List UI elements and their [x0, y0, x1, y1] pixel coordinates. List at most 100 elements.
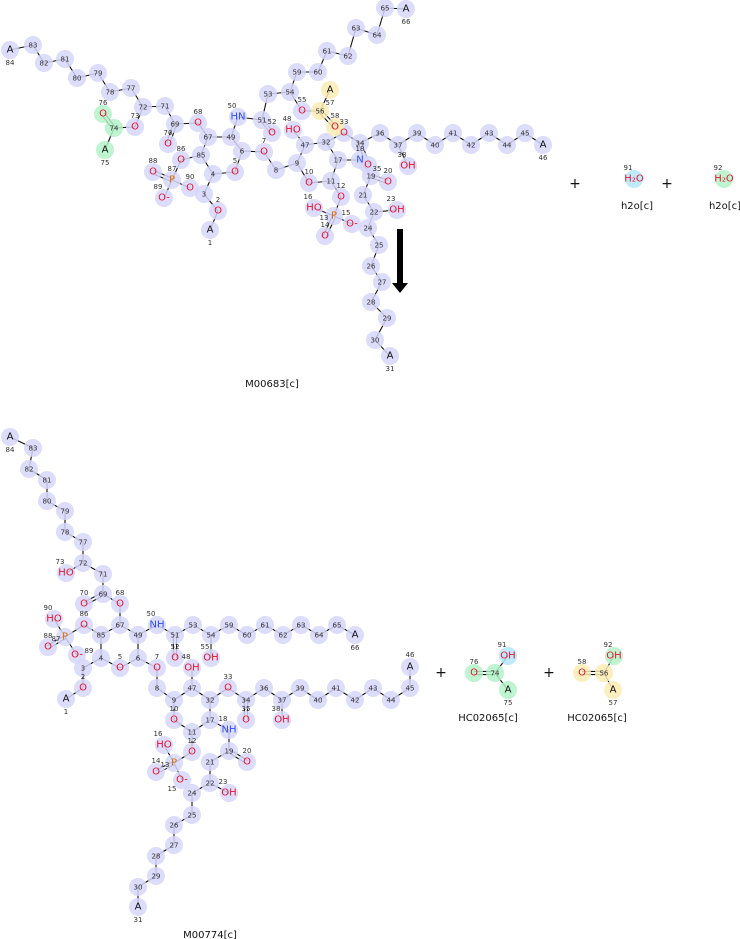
- atom-number: 68: [194, 108, 203, 116]
- atom-symbol: O-: [346, 219, 358, 230]
- atom-number: 67: [116, 622, 125, 630]
- atom-symbol: P: [62, 632, 68, 643]
- atom-number: 83: [29, 42, 38, 50]
- atom-number: 84: [6, 446, 15, 454]
- atom-number: 31: [134, 916, 143, 924]
- atom-highlight: [288, 63, 306, 81]
- plus-sign: +: [435, 665, 447, 681]
- atom-symbol: A: [540, 140, 547, 151]
- atom-highlight: [147, 847, 165, 865]
- atom-highlight: [165, 836, 183, 854]
- atom-number: 45: [406, 685, 415, 693]
- atom-number: 18: [219, 715, 228, 723]
- atom-number: 6: [240, 148, 245, 156]
- atom-highlight: [183, 806, 201, 824]
- atom-symbol: O: [305, 178, 313, 189]
- atom-highlight: [388, 201, 406, 219]
- atom-highlight: [351, 134, 369, 152]
- atom-number: 60: [314, 69, 323, 77]
- atom-highlight: [148, 679, 166, 697]
- atom-highlight: [220, 721, 238, 739]
- atom-number: 88: [149, 157, 158, 165]
- atom-number: 3: [81, 665, 85, 673]
- atom-number: 86: [80, 610, 89, 618]
- atom-symbol: OH: [400, 161, 415, 172]
- atom-highlight: [39, 638, 57, 656]
- atom-number: 59: [293, 69, 302, 77]
- atom-symbol: A: [505, 685, 512, 696]
- atom-highlight: [296, 136, 314, 154]
- atom-highlight: [172, 151, 190, 169]
- atom-number: 82: [40, 60, 49, 68]
- atom-highlight: [148, 616, 166, 634]
- atom-highlight: [273, 711, 291, 729]
- atom-highlight: [273, 691, 291, 709]
- atom-symbol: A: [135, 902, 142, 913]
- atom-number: 29: [152, 873, 161, 881]
- atom-number: 12: [188, 737, 197, 745]
- atom-symbol: O: [260, 147, 268, 158]
- atom-number: 5: [118, 653, 122, 661]
- atom-number: 85: [197, 152, 206, 160]
- atom-number: 4: [211, 171, 216, 179]
- atom-symbol: OH: [500, 651, 515, 662]
- atom-highlight: [148, 659, 166, 677]
- atom-symbol: O: [242, 715, 250, 726]
- atom-symbol: O: [384, 177, 392, 188]
- atom-number: 78: [106, 89, 115, 97]
- atom-highlight: [201, 691, 219, 709]
- atom-symbol: O: [231, 167, 239, 178]
- atom-number: 1: [64, 708, 68, 716]
- atom-highlight: [534, 136, 552, 154]
- atom-number: 17: [334, 157, 343, 165]
- atom-symbol: O: [243, 757, 251, 768]
- atom-number: 37: [278, 697, 287, 705]
- atom-number: 19: [225, 748, 234, 756]
- atom-highlight: [255, 679, 273, 697]
- atom-number: 25: [375, 242, 384, 250]
- atom-highlight: [499, 647, 517, 665]
- atom-highlight: [92, 649, 110, 667]
- atom-highlight: [332, 188, 350, 206]
- atom-number: 48: [182, 653, 191, 661]
- atom-highlight: [376, 0, 394, 17]
- atom-number: 72: [79, 560, 88, 568]
- atom-highlight: [291, 679, 309, 697]
- atom-symbol: O-: [176, 775, 188, 786]
- atom-symbol: A: [610, 685, 617, 696]
- atom-number: 72: [139, 104, 148, 112]
- atom-symbol: H₂O: [714, 174, 734, 185]
- atom-highlight: [326, 118, 344, 136]
- atom-number: 54: [207, 632, 216, 640]
- atom-symbol: P: [169, 175, 175, 186]
- atom-number: 35: [242, 705, 251, 713]
- atom-symbol: O-: [71, 650, 83, 661]
- atom-symbol: A: [403, 4, 410, 15]
- atom-highlight: [56, 50, 74, 68]
- atom-highlight: [293, 102, 311, 120]
- atom-symbol: A: [7, 45, 14, 56]
- atom-number: 51: [171, 632, 180, 640]
- atom-highlight: [56, 502, 74, 520]
- atom-number: 14: [152, 757, 161, 765]
- atom-highlight: [92, 626, 110, 644]
- atom-highlight: [129, 898, 147, 916]
- atom-highlight: [274, 626, 292, 644]
- atom-highlight: [181, 179, 199, 197]
- atom-symbol: A: [407, 662, 414, 673]
- atom-highlight: [365, 203, 383, 221]
- atom-highlight: [57, 690, 75, 708]
- atom-highlight: [165, 754, 183, 772]
- atom-highlight: [465, 664, 483, 682]
- atom-number: 53: [264, 91, 273, 99]
- atom-highlight: [321, 81, 339, 99]
- atom-highlight: [226, 163, 244, 181]
- atom-symbol: O: [340, 128, 348, 139]
- atom-highlight: [373, 273, 391, 291]
- atom-highlight: [201, 711, 219, 729]
- atom-symbol: OH: [184, 663, 199, 674]
- atom-number: 65: [333, 622, 342, 630]
- atom-symbol: O: [116, 599, 124, 610]
